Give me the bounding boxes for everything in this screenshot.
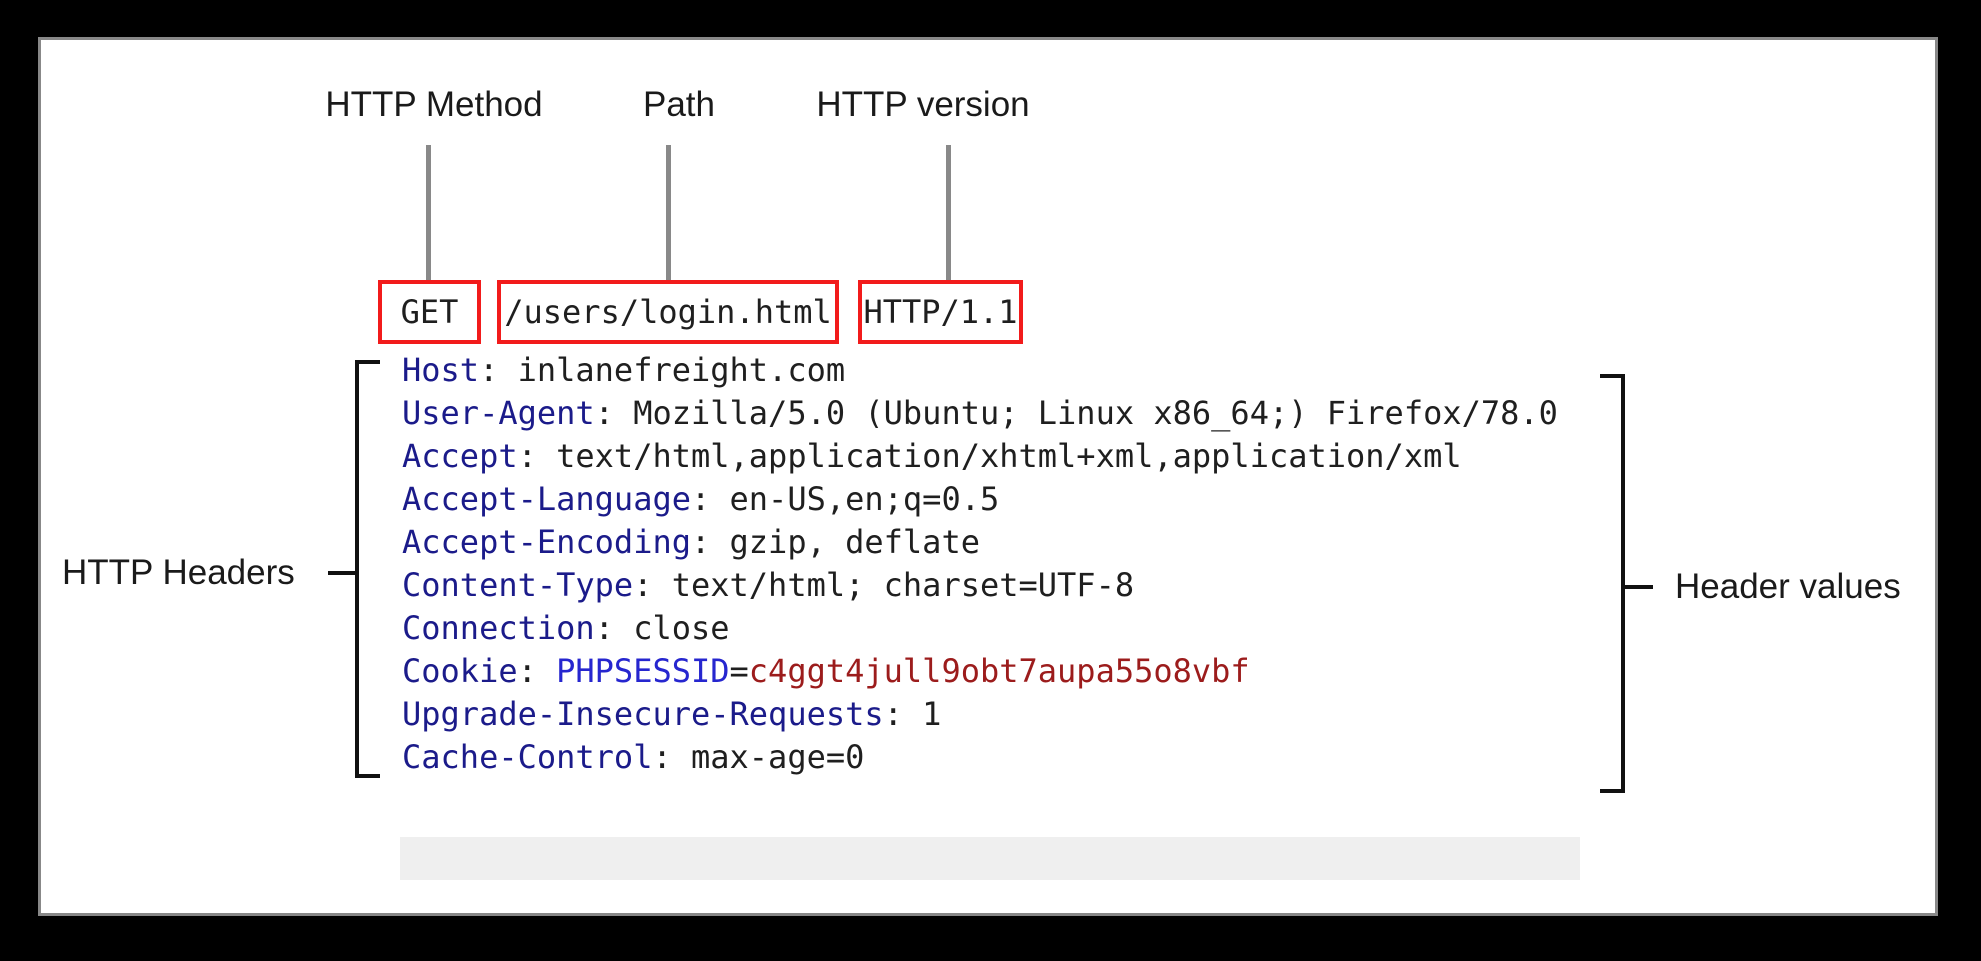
http-headers-label: HTTP Headers	[62, 553, 295, 592]
http-method-label: HTTP Method	[325, 85, 543, 124]
header-name: Accept-Language	[402, 480, 691, 518]
path-label: Path	[643, 85, 715, 124]
header-name: User-Agent	[402, 394, 595, 432]
header-value: text/html,application/xhtml+xml,applicat…	[556, 437, 1462, 475]
cookie-key: PHPSESSID	[556, 652, 730, 690]
header-name: Content-Type	[402, 566, 634, 604]
header-value: Mozilla/5.0 (Ubuntu; Linux x86_64;) Fire…	[633, 394, 1558, 432]
header-name: Cache-Control	[402, 738, 653, 776]
values-bracket-tick	[1625, 585, 1653, 589]
version-highlight-box: HTTP/1.1	[858, 280, 1023, 344]
method-highlight-box: GET	[378, 280, 481, 344]
path-pointer-line	[666, 145, 671, 281]
header-row-cache-control: Cache-Control: max-age=0	[402, 738, 865, 776]
header-row-accept: Accept: text/html,application/xhtml+xml,…	[402, 437, 1462, 475]
header-value: close	[633, 609, 730, 647]
header-name: Connection	[402, 609, 595, 647]
header-row-accept-encoding: Accept-Encoding: gzip, deflate	[402, 523, 980, 561]
header-row-connection: Connection: close	[402, 609, 730, 647]
header-value: en-US,en;q=0.5	[729, 480, 1000, 518]
http-version-label: HTTP version	[816, 85, 1030, 124]
header-value: inlanefreight.com	[517, 351, 846, 389]
cookie-equals-sign: =	[729, 652, 749, 690]
header-name: Host	[402, 351, 480, 389]
header-name: Upgrade-Insecure-Requests	[402, 695, 884, 733]
path-value: /users/login.html	[504, 293, 832, 331]
headers-bracket-tick	[328, 571, 355, 575]
header-values-label: Header values	[1675, 567, 1901, 606]
values-right-bracket	[1600, 374, 1625, 793]
path-highlight-box: /users/login.html	[497, 280, 839, 344]
header-name: Cookie	[402, 652, 518, 690]
headers-left-bracket	[355, 360, 380, 778]
header-row-accept-language: Accept-Language: en-US,en;q=0.5	[402, 480, 1000, 518]
header-value: gzip, deflate	[729, 523, 980, 561]
header-value: 1	[922, 695, 942, 733]
header-row-upgrade-insecure-requests: Upgrade-Insecure-Requests: 1	[402, 695, 942, 733]
header-row-host: Host: inlanefreight.com	[402, 351, 846, 389]
version-value: HTTP/1.1	[863, 293, 1018, 331]
version-pointer-line	[946, 145, 951, 281]
header-row-user-agent: User-Agent: Mozilla/5.0 (Ubuntu; Linux x…	[402, 394, 1558, 432]
method-value: GET	[400, 293, 459, 331]
method-pointer-line	[426, 145, 431, 281]
header-row-cookie: Cookie: PHPSESSID=c4ggt4jull9obt7aupa55o…	[402, 652, 1250, 690]
http-headers-block: Host: inlanefreight.com User-Agent: Mozi…	[402, 349, 1558, 779]
header-name: Accept	[402, 437, 518, 475]
cookie-value: c4ggt4jull9obt7aupa55o8vbf	[748, 652, 1250, 690]
request-body-placeholder	[400, 837, 1580, 880]
header-row-content-type: Content-Type: text/html; charset=UTF-8	[402, 566, 1135, 604]
header-value: max-age=0	[690, 738, 865, 776]
header-name: Accept-Encoding	[402, 523, 691, 561]
header-value: text/html; charset=UTF-8	[671, 566, 1135, 604]
